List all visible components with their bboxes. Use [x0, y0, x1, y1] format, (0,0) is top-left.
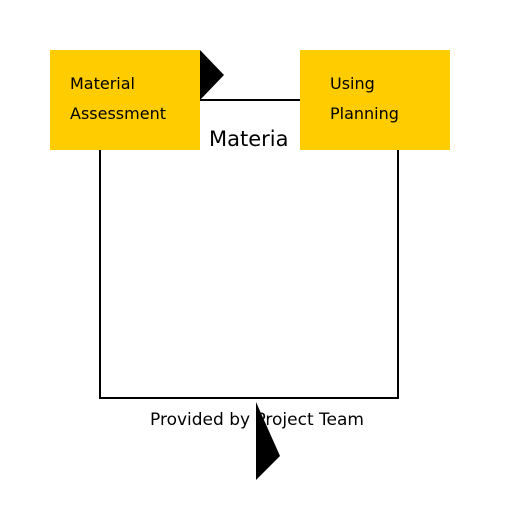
center-label: Materia [209, 127, 289, 151]
diagram-frame [99, 99, 399, 399]
arrow-right-icon [200, 50, 224, 100]
node-material-assessment: Material Assessment [50, 50, 200, 150]
node-label-line-1: Material [70, 74, 135, 93]
node-using-planning: Using Planning [300, 50, 450, 150]
node-label-line-2: Planning [330, 104, 399, 123]
node-label-line-1: Using [330, 74, 375, 93]
footer-credit: Provided by Project Team [150, 410, 364, 430]
arrow-down-icon [256, 402, 280, 480]
node-label-line-2: Assessment [70, 104, 166, 123]
